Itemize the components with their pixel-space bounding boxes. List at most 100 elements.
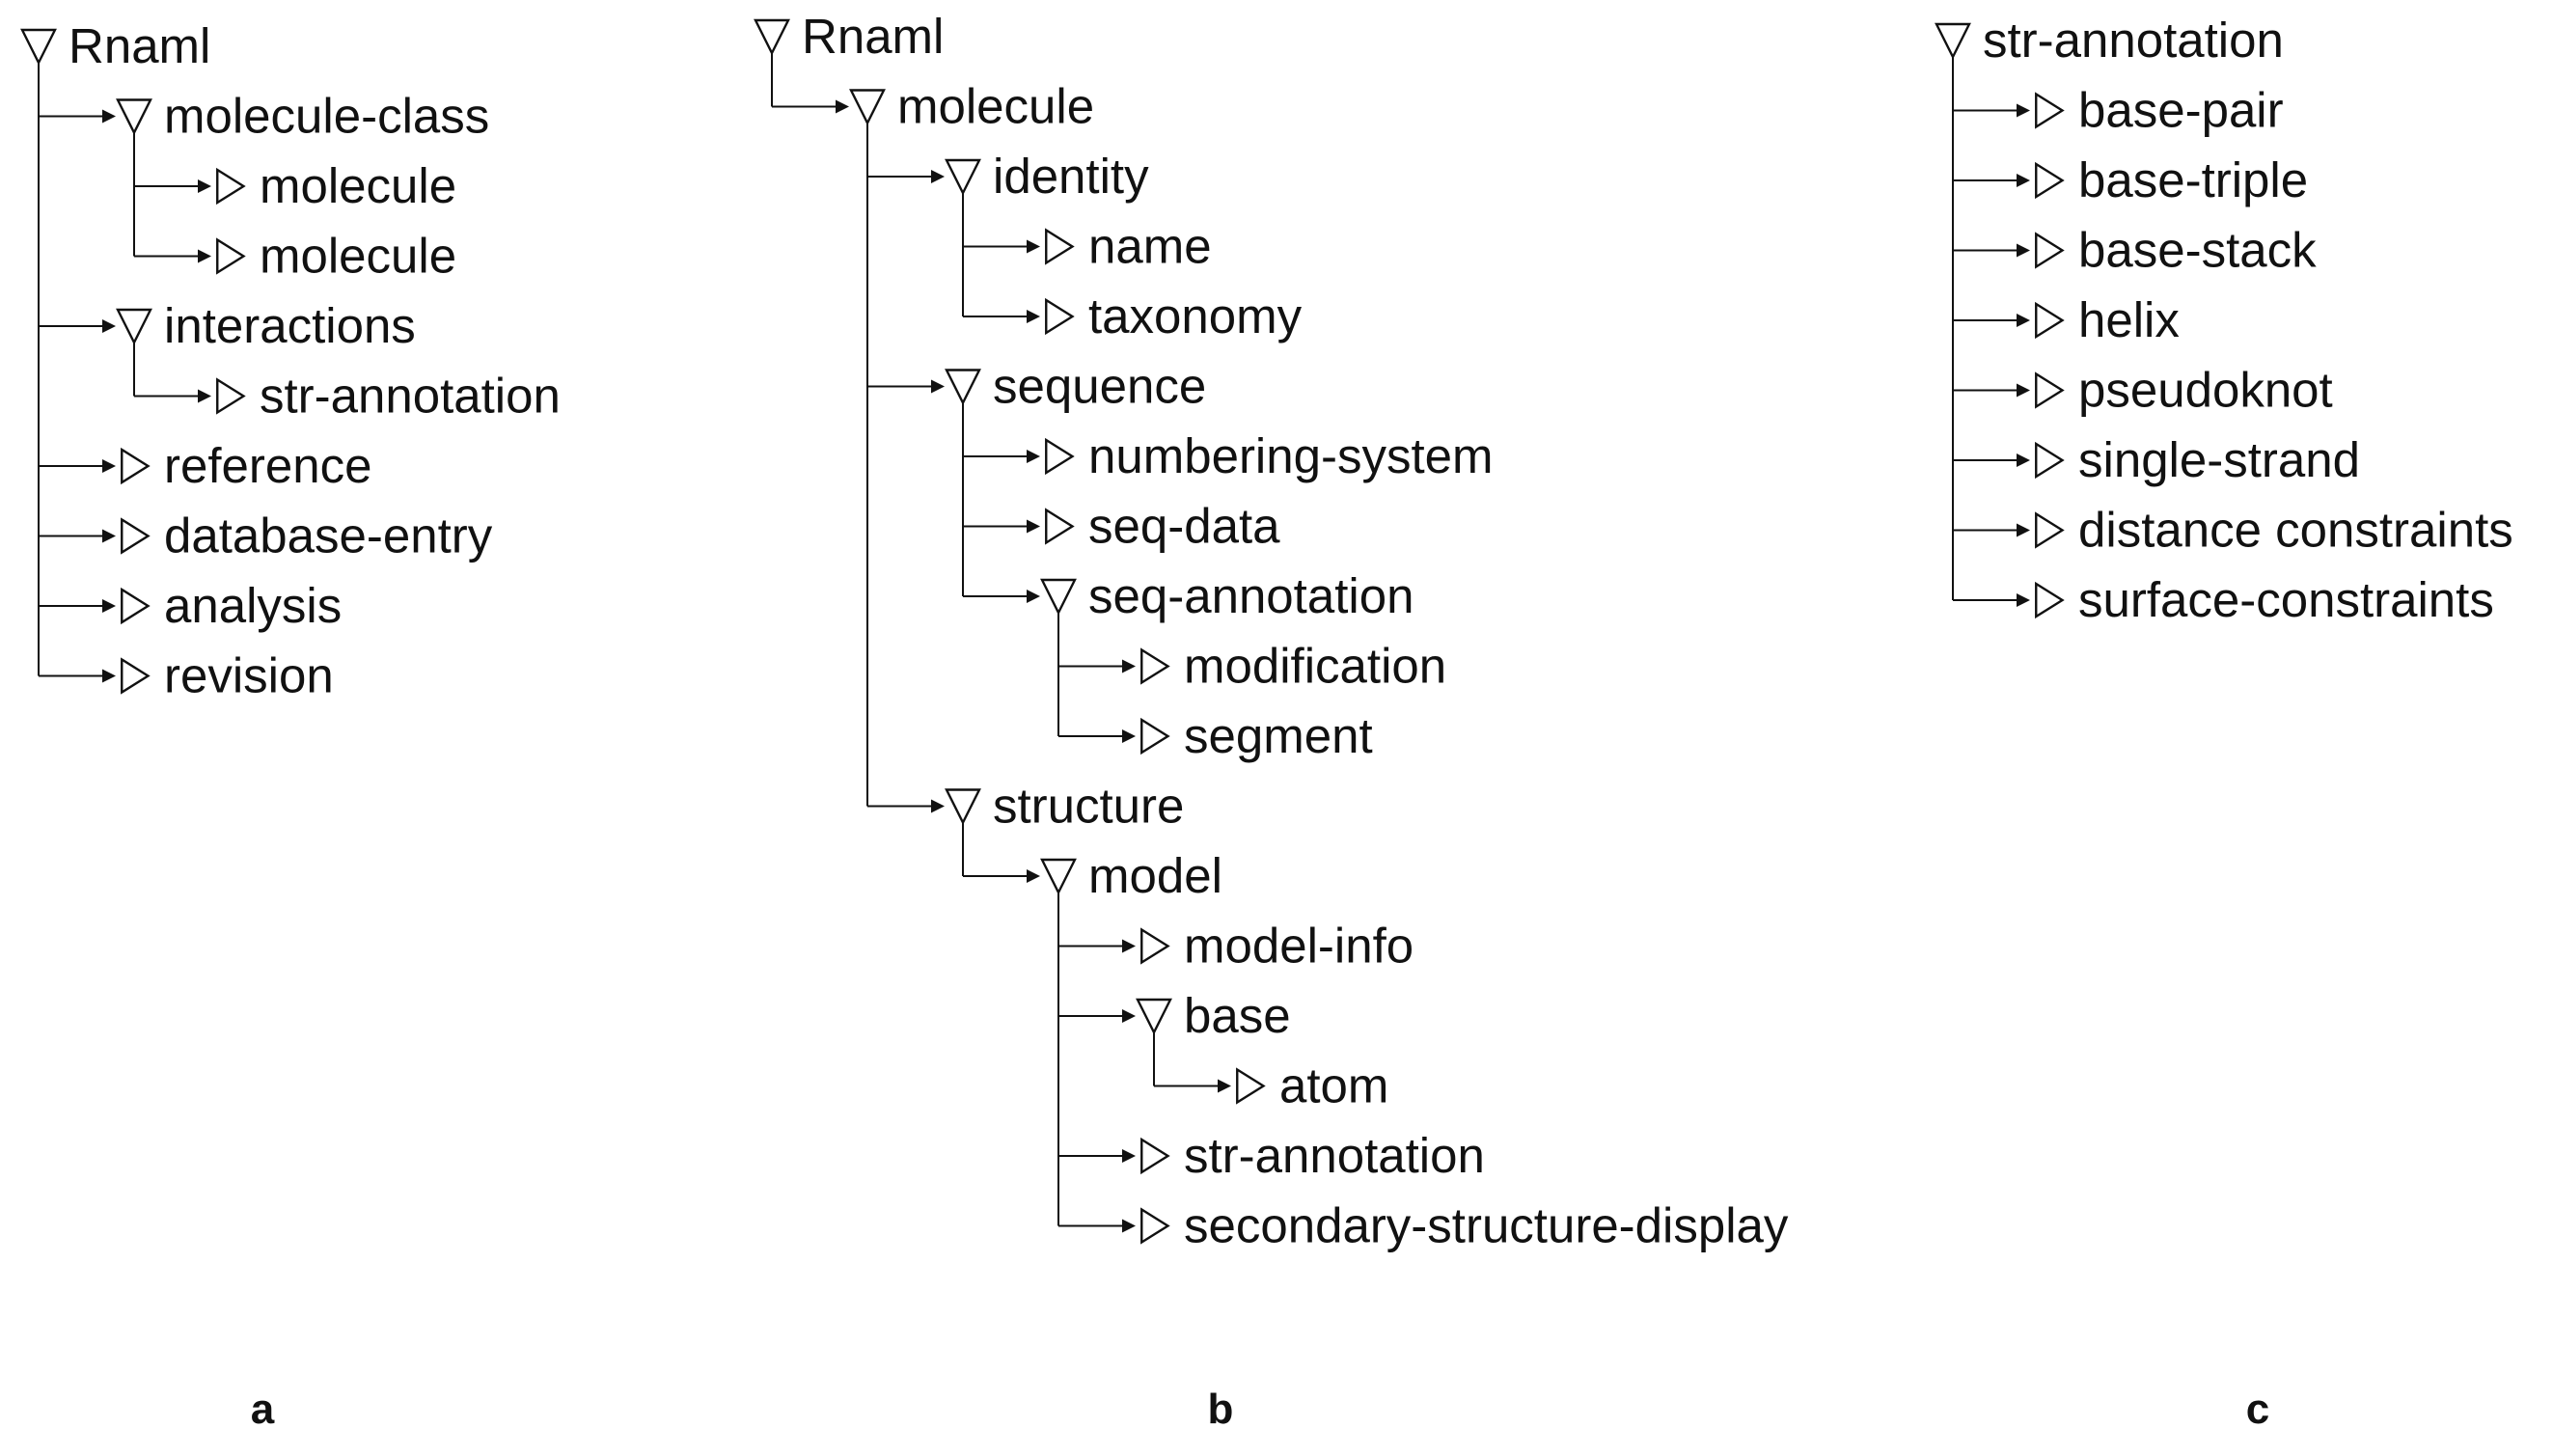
collapsed-triangle-icon[interactable] bbox=[1140, 647, 1170, 685]
tree-node-helix[interactable]: helix bbox=[2035, 292, 2180, 347]
tree-node-label: atom bbox=[1279, 1058, 1388, 1113]
collapsed-triangle-icon[interactable] bbox=[1045, 437, 1075, 476]
collapsed-triangle-icon[interactable] bbox=[121, 587, 151, 625]
collapsed-triangle-icon[interactable] bbox=[216, 377, 246, 415]
tree-node-numbering-system[interactable]: numbering-system bbox=[1045, 428, 1493, 483]
tree-node-seq-data[interactable]: seq-data bbox=[1045, 499, 1280, 554]
tree-node-segment[interactable]: segment bbox=[1140, 708, 1373, 763]
expanded-triangle-icon[interactable] bbox=[1040, 578, 1077, 616]
tree-node-modification[interactable]: modification bbox=[1140, 639, 1446, 694]
expanded-triangle-icon[interactable] bbox=[116, 98, 152, 136]
collapsed-triangle-icon[interactable] bbox=[1236, 1067, 1266, 1105]
arrowhead-icon bbox=[1122, 729, 1136, 743]
collapsed-triangle-icon[interactable] bbox=[216, 237, 246, 275]
arrowhead-icon bbox=[1122, 1009, 1136, 1023]
collapsed-triangle-icon[interactable] bbox=[121, 447, 151, 485]
tree-node-base-triple[interactable]: base-triple bbox=[2035, 152, 2308, 207]
collapsed-triangle-icon[interactable] bbox=[2035, 581, 2065, 619]
tree-node-interactions[interactable]: interactions bbox=[116, 298, 416, 353]
collapsed-triangle-icon[interactable] bbox=[1045, 508, 1075, 545]
collapsed-triangle-icon[interactable] bbox=[216, 167, 246, 206]
tree-node-label: base-pair bbox=[2078, 83, 2284, 138]
tree-node-atom[interactable]: atom bbox=[1236, 1058, 1388, 1113]
collapsed-triangle-icon[interactable] bbox=[1140, 1207, 1170, 1245]
expanded-triangle-icon[interactable] bbox=[945, 158, 981, 196]
collapsed-triangle-icon[interactable] bbox=[121, 657, 151, 695]
tree-node-str-annotation[interactable]: str-annotation bbox=[1935, 13, 2284, 68]
tree-node-base-pair[interactable]: base-pair bbox=[2035, 83, 2284, 138]
tree-node-analysis[interactable]: analysis bbox=[121, 578, 342, 633]
tree-node-surface-constraints[interactable]: surface-constraints bbox=[2035, 572, 2494, 627]
tree-node-rnaml[interactable]: Rnaml bbox=[20, 18, 210, 73]
collapsed-triangle-icon[interactable] bbox=[2035, 371, 2065, 409]
tree-node-molecule-class[interactable]: molecule-class bbox=[116, 89, 489, 144]
tree-node-name[interactable]: name bbox=[1045, 219, 1212, 274]
tree-node-sequence[interactable]: sequence bbox=[945, 359, 1206, 414]
arrowhead-icon bbox=[1027, 590, 1040, 603]
tree-node-single-strand[interactable]: single-strand bbox=[2035, 432, 2360, 487]
collapsed-triangle-icon[interactable] bbox=[1140, 927, 1170, 965]
arrowhead-icon bbox=[1122, 659, 1136, 673]
collapsed-triangle-icon[interactable] bbox=[2035, 301, 2065, 340]
tree-node-base-stack[interactable]: base-stack bbox=[2035, 223, 2317, 278]
collapsed-triangle-icon[interactable] bbox=[2035, 161, 2065, 200]
expanded-triangle-icon[interactable] bbox=[1136, 998, 1172, 1035]
expanded-triangle-icon[interactable] bbox=[1040, 858, 1077, 895]
tree-node-label: seq-annotation bbox=[1088, 568, 1414, 623]
tree-node-label: structure bbox=[993, 779, 1184, 834]
collapsed-triangle-icon[interactable] bbox=[1045, 228, 1075, 265]
tree-node-label: molecule bbox=[260, 229, 456, 284]
tree-node-label: helix bbox=[2078, 292, 2180, 347]
collapsed-triangle-icon[interactable] bbox=[2035, 92, 2065, 129]
tree-node-label: model bbox=[1088, 848, 1222, 903]
tree-node-distance-constraints[interactable]: distance constraints bbox=[2035, 503, 2513, 558]
tree-node-label: distance constraints bbox=[2078, 503, 2513, 558]
tree-node-str-annotation[interactable]: str-annotation bbox=[1140, 1128, 1485, 1183]
arrowhead-icon bbox=[102, 529, 116, 543]
expanded-triangle-icon[interactable] bbox=[849, 89, 886, 126]
tree-node-taxonomy[interactable]: taxonomy bbox=[1045, 288, 1303, 343]
collapsed-triangle-icon[interactable] bbox=[2035, 232, 2065, 269]
tree-node-molecule[interactable]: molecule bbox=[849, 79, 1094, 134]
tree-node-identity[interactable]: identity bbox=[945, 149, 1149, 204]
tree-node-str-annotation[interactable]: str-annotation bbox=[216, 369, 561, 424]
arrowhead-icon bbox=[102, 599, 116, 613]
tree-node-molecule[interactable]: molecule bbox=[216, 158, 456, 213]
arrowhead-icon bbox=[1027, 239, 1040, 254]
tree-node-database-entry[interactable]: database-entry bbox=[121, 508, 493, 563]
expanded-triangle-icon[interactable] bbox=[20, 28, 57, 66]
arrowhead-icon bbox=[2017, 523, 2030, 537]
tree-node-revision[interactable]: revision bbox=[121, 648, 334, 703]
tree-node-rnaml[interactable]: Rnaml bbox=[754, 9, 944, 64]
tree-node-base[interactable]: base bbox=[1136, 988, 1291, 1043]
expanded-triangle-icon[interactable] bbox=[1935, 22, 1971, 60]
tree-node-structure[interactable]: structure bbox=[945, 779, 1184, 834]
tree-node-secondary-structure-display[interactable]: secondary-structure-display bbox=[1140, 1198, 1789, 1253]
tree-node-label: numbering-system bbox=[1088, 428, 1493, 483]
expanded-triangle-icon[interactable] bbox=[945, 788, 981, 826]
collapsed-triangle-icon[interactable] bbox=[2035, 511, 2065, 549]
collapsed-triangle-icon[interactable] bbox=[1140, 1137, 1170, 1175]
collapsed-triangle-icon[interactable] bbox=[1140, 717, 1170, 755]
tree-panel-b: Rnaml molecule identity name taxonomy sequenc… bbox=[754, 9, 1789, 1253]
tree-node-reference[interactable]: reference bbox=[121, 438, 371, 493]
collapsed-triangle-icon[interactable] bbox=[2035, 441, 2065, 480]
collapsed-triangle-icon[interactable] bbox=[1045, 297, 1075, 336]
tree-panel-a: Rnaml molecule-class molecule molecule inter… bbox=[20, 18, 561, 703]
arrowhead-icon bbox=[931, 379, 945, 394]
arrowhead-icon bbox=[102, 319, 116, 333]
tree-node-label: pseudoknot bbox=[2078, 363, 2333, 418]
tree-node-seq-annotation[interactable]: seq-annotation bbox=[1040, 568, 1414, 623]
tree-node-model-info[interactable]: model-info bbox=[1140, 919, 1414, 974]
expanded-triangle-icon[interactable] bbox=[754, 18, 790, 56]
tree-node-molecule[interactable]: molecule bbox=[216, 229, 456, 284]
tree-node-label: molecule bbox=[260, 158, 456, 213]
tree-node-model[interactable]: model bbox=[1040, 848, 1222, 903]
tree-node-pseudoknot[interactable]: pseudoknot bbox=[2035, 363, 2333, 418]
expanded-triangle-icon[interactable] bbox=[116, 308, 152, 345]
expanded-triangle-icon[interactable] bbox=[945, 369, 981, 406]
arrowhead-icon bbox=[2017, 314, 2030, 327]
tree-node-label: molecule-class bbox=[164, 89, 489, 144]
collapsed-triangle-icon[interactable] bbox=[121, 517, 151, 555]
arrowhead-icon bbox=[1218, 1079, 1231, 1093]
